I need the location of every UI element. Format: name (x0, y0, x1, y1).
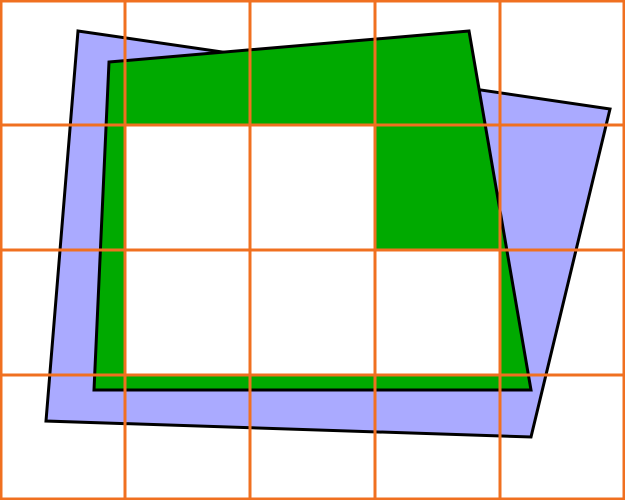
diagram-svg (0, 0, 625, 500)
grid-lines (0, 0, 625, 500)
diagram-canvas (0, 0, 625, 500)
